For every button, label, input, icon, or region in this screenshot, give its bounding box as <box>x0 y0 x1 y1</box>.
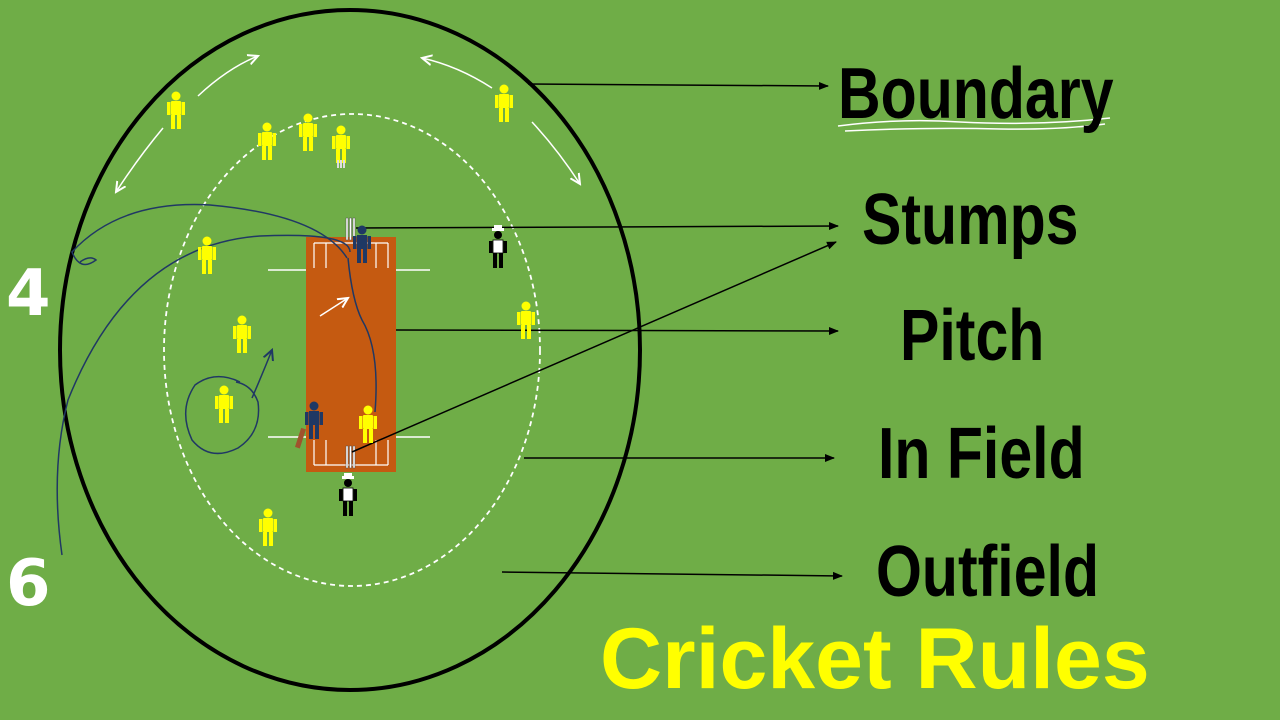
arrow-boundary-topleft <box>197 56 258 97</box>
ball-path-six <box>56 234 351 556</box>
pitch-strip <box>306 237 396 472</box>
score-six: 6 <box>6 547 51 621</box>
arrow-delivery <box>319 298 348 317</box>
boundary-line <box>58 8 642 692</box>
page-title: Cricket Rules <box>600 611 1150 707</box>
ball-path-arrow <box>251 350 272 399</box>
label-stumps: Stumps <box>862 180 1079 260</box>
stumps-icon-top <box>345 217 356 241</box>
pointer-outfield <box>501 571 843 580</box>
label-in-field: In Field <box>878 414 1085 494</box>
boundary-underline <box>837 117 1111 132</box>
inner-circle-line <box>163 113 541 587</box>
ball-path-hit <box>347 257 377 413</box>
pointer-boundary <box>527 81 829 90</box>
label-boundary: Boundary <box>838 54 1114 134</box>
pointer-stumps-bottom <box>351 241 837 453</box>
pointer-pitch <box>395 326 839 335</box>
arrow-boundary-right <box>531 121 580 184</box>
batsman-figure-icon <box>295 225 371 449</box>
arrow-boundary-topright <box>422 58 493 89</box>
score-four: 4 <box>6 257 51 331</box>
wicket-keeper-figure-icon <box>332 125 350 168</box>
ball-path-four <box>71 203 348 266</box>
label-pitch: Pitch <box>900 296 1045 376</box>
ball-path-circle <box>185 376 260 455</box>
arrow-boundary-left <box>116 127 164 192</box>
label-outfield: Outfield <box>876 532 1100 612</box>
pointer-stumps <box>355 222 839 231</box>
stumps-icon-bottom <box>345 445 356 469</box>
